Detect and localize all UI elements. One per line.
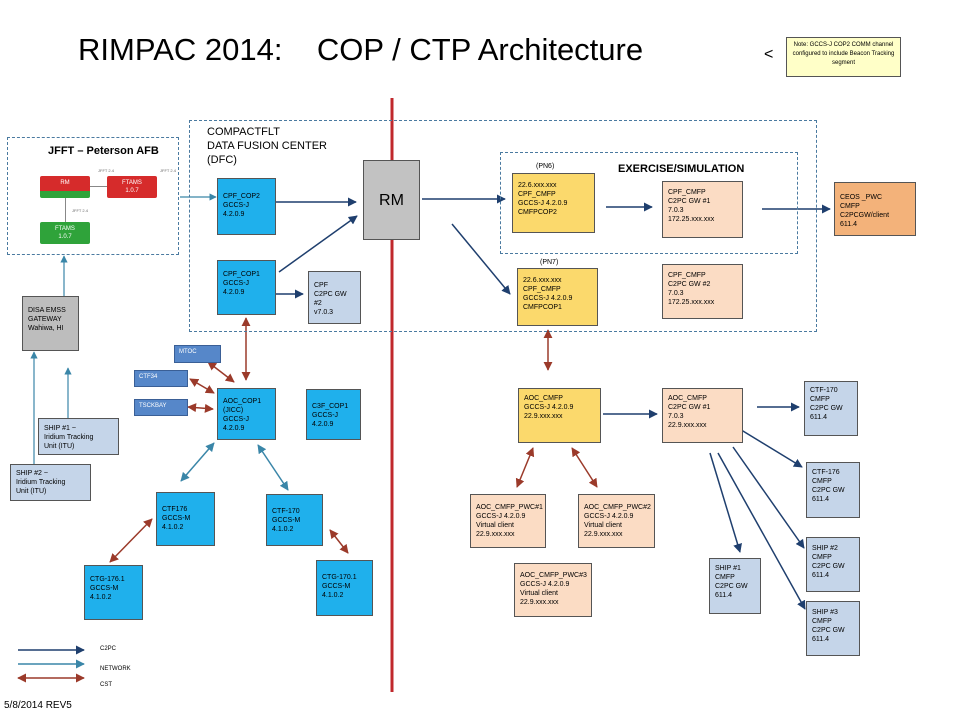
ctg1701-gccsm-box: CTG-170.1 GCCS-M 4.1.0.2 bbox=[316, 560, 373, 616]
gw-to-ship2-line bbox=[732, 446, 805, 549]
ship1-iridium-box: SHIP #1 ~ Iridium Tracking Unit (ITU) bbox=[38, 418, 119, 455]
exercise-region-label: EXERCISE/SIMULATION bbox=[618, 163, 745, 175]
cpf-cmfp-cop2-box: 22.6.xxx.xxx CPF_CMFP GCCS-J 4.2.0.9 CMF… bbox=[512, 173, 595, 233]
mtoc-tag: MTOC bbox=[174, 345, 221, 363]
rm-to-cmfp1-line bbox=[451, 223, 511, 295]
cpf-c2pc-gw1-box: CPF_CMFP C2PC GW #1 7.0.3 172.25.xxx.xxx bbox=[662, 181, 743, 238]
jfft-link-label-1: JFFT 2.4 bbox=[72, 208, 88, 213]
jfft-rm-label: RM bbox=[60, 180, 70, 186]
ship2-cmfp-box: SHIP #2 CMFP C2PC GW 611.4 bbox=[806, 537, 860, 592]
jfft-link-label-2: JFFT 2.4 bbox=[98, 168, 114, 173]
revision-footer: 5/8/2014 REV5 bbox=[4, 700, 72, 711]
aoc-cmfp-box: AOC_CMFP GCCS-J 4.2.0.9 22.9.xxx.xxx bbox=[518, 388, 601, 443]
gw-to-ctf176-line bbox=[737, 427, 803, 468]
jfft-ftams-top-node: FTAMS 1.0.7 bbox=[107, 176, 157, 198]
pn6-label: (PN6) bbox=[536, 163, 555, 170]
cpf-c2pc-gw2-box: CPF C2PC GW #2 v7.0.3 bbox=[308, 271, 361, 324]
gw-to-ship3-line bbox=[717, 452, 806, 610]
cop1-to-rm-line bbox=[278, 215, 358, 273]
tsckbay-tag: TSCKBAY bbox=[134, 399, 188, 416]
aoc-cmfp-pwc3-box: AOC_CMFP_PWC#3 GCCS-J 4.2.0.9 Virtual cl… bbox=[514, 563, 592, 617]
aoc-cmfp-pwc2-box: AOC_CMFP_PWC#2 GCCS-J 4.2.0.9 Virtual cl… bbox=[578, 494, 655, 548]
mtoc-to-aoc-line bbox=[207, 361, 235, 383]
ship3-cmfp-box: SHIP #3 CMFP C2PC GW 611.4 bbox=[806, 601, 860, 656]
diagram-title: RIMPAC 2014: COP / CTP Architecture bbox=[78, 32, 644, 67]
jfft-link-2 bbox=[65, 198, 66, 222]
note-box: Note: GCCS-J COP2 COMM channel configure… bbox=[786, 37, 901, 77]
fusion-center-region bbox=[189, 120, 817, 332]
jfft-ftams-bottom-node: FTAMS 1.0.7 bbox=[40, 222, 90, 244]
aoc-cmfp-to-pwc1-line bbox=[515, 447, 535, 488]
c3f-cop1-box: C3F_COP1 GCCS-J 4.2.0.9 bbox=[306, 389, 361, 440]
jfft-link-label-3: JFFT 2.4 bbox=[160, 168, 176, 173]
ctf170-to-ctg1701-line bbox=[329, 529, 349, 554]
ctf176-gccsm-box: CTF176 GCCS-M 4.1.0.2 bbox=[156, 492, 215, 546]
ctf34-tag: CTF34 bbox=[134, 370, 188, 387]
ctf170-c2pc-box: CTF-170 CMFP C2PC GW 611.4 bbox=[804, 381, 858, 436]
ctf34-to-aoc-line bbox=[189, 378, 215, 394]
tsckbay-to-aoc-line bbox=[187, 403, 214, 413]
rm-server: RM bbox=[363, 160, 420, 240]
legend-network-label: NETWORK bbox=[100, 666, 131, 672]
jfft-link-1 bbox=[90, 186, 107, 187]
legend-c2pc-label: C2PC bbox=[100, 646, 117, 652]
legend-cst-label: CST bbox=[100, 682, 112, 688]
jfft-region-label: JFFT – Peterson AFB bbox=[48, 145, 159, 157]
aoc-ctf170-line bbox=[257, 444, 289, 491]
jfft-rm-node: RM bbox=[40, 176, 90, 198]
cpf-c2pc-gw2-exercise-box: CPF_CMFP C2PC GW #2 7.0.3 172.25.xxx.xxx bbox=[662, 264, 743, 319]
cpf-cop2-box: CPF_COP2 GCCS-J 4.2.0.9 bbox=[217, 178, 276, 235]
ctf176-to-ctg1761-line bbox=[109, 518, 153, 563]
cpf-cmfp-cop1-box: 22.6.xxx.xxx CPF_CMFP GCCS-J 4.2.0.9 CMF… bbox=[517, 268, 598, 326]
ctf170-gccsm-box: CTF-170 GCCS-M 4.1.0.2 bbox=[266, 494, 323, 546]
aoc-cmfp-c2pc-gw-box: AOC_CMFP C2PC GW #1 7.0.3 22.9.xxx.xxx bbox=[662, 388, 743, 443]
cpf-cop1-box: CPF_COP1 GCCS-J 4.2.0.9 bbox=[217, 260, 276, 315]
ship1-cmfp-box: SHIP #1 CMFP C2PC GW 611.4 bbox=[709, 558, 761, 614]
ctf176-c2pc-box: CTF-176 CMFP C2PC GW 611.4 bbox=[806, 462, 860, 518]
aoc-cop1-box: AOC_COP1 (JICC) GCCS-J 4.2.0.9 bbox=[217, 388, 276, 440]
aoc-cmfp-to-pwc2-line bbox=[571, 447, 598, 488]
aoc-ctf176-line bbox=[180, 442, 215, 482]
ceos-pwc-box: CEOS _PWC CMFP C2PCGW/client 611.4 bbox=[834, 182, 916, 236]
gw-to-ship1-line bbox=[709, 452, 742, 553]
note-arrow: < bbox=[764, 46, 774, 63]
disa-emss-gateway-box: DISA EMSS GATEWAY Wahiwa, HI bbox=[22, 296, 79, 351]
ctg1761-gccsm-box: CTG-176.1 GCCS-M 4.1.0.2 bbox=[84, 565, 143, 620]
ship2-iridium-box: SHIP #2 ~ Iridium Tracking Unit (ITU) bbox=[10, 464, 91, 501]
aoc-cmfp-pwc1-box: AOC_CMFP_PWC#1 GCCS-J 4.2.0.9 Virtual cl… bbox=[470, 494, 546, 548]
jfft-region bbox=[7, 137, 179, 255]
exercise-region bbox=[500, 152, 798, 254]
pn7-label: (PN7) bbox=[540, 259, 559, 266]
fusion-region-label: COMPACTFLT DATA FUSION CENTER (DFC) bbox=[207, 126, 327, 166]
